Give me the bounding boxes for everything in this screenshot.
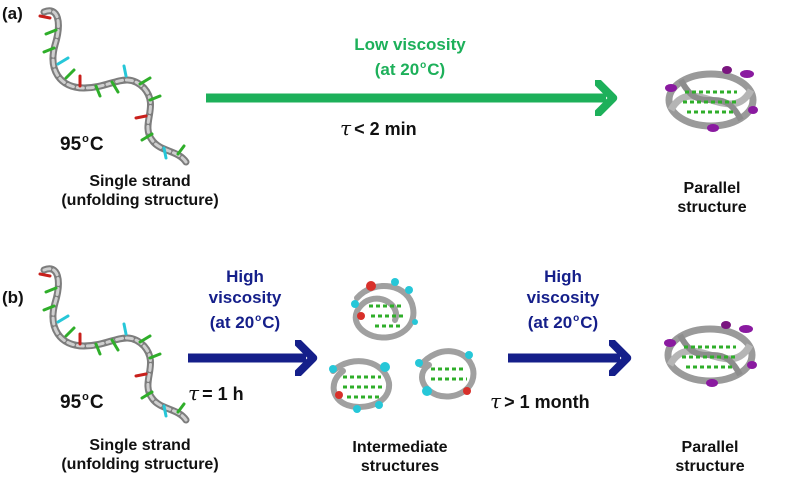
panel-b-end-caption: Parallel structure <box>668 438 752 476</box>
degree-symbol: o <box>573 313 580 324</box>
panel-a-start-caption: Single strand (unfolding structure) <box>40 172 240 210</box>
tau-symbol: τ <box>340 116 352 140</box>
temp-value: 95 <box>60 134 82 155</box>
panel-a-end-caption: Parallel structure <box>670 179 754 217</box>
caption-line-1: Parallel <box>683 180 741 197</box>
caption-line-2: structures <box>360 458 440 475</box>
intermediate-caption: Intermediate structures <box>340 438 460 476</box>
panel-b-time-constant-1: τ= 1 h <box>188 381 244 405</box>
tau-symbol: τ <box>188 381 200 405</box>
condition-line-2: viscosity <box>208 288 282 307</box>
caption-line-1: Single strand <box>89 437 191 454</box>
degree-symbol: o <box>420 60 427 71</box>
single-strand-b-icon <box>38 265 190 424</box>
condition-temp-prefix: (at 20 <box>374 60 420 79</box>
condition-line-3: (at 20oC) <box>498 308 628 333</box>
tau-value: < 2 min <box>354 119 417 139</box>
condition-line-2: viscosity <box>526 288 600 307</box>
panel-b-label: (b) <box>2 288 24 307</box>
panel-b-start-temperature: 95oC <box>60 391 104 414</box>
caption-line-2: structure <box>675 458 745 475</box>
condition-line-1: Low viscosity <box>354 35 466 54</box>
caption-line-2: (unfolding structure) <box>61 192 219 209</box>
panel-b-condition-1: High viscosity (at 20oC) <box>180 266 310 333</box>
degree-symbol: o <box>255 313 262 324</box>
caption-line-2: structure <box>677 199 747 216</box>
parallel-structure-b-icon <box>664 321 757 387</box>
degree-symbol: o <box>82 133 89 145</box>
panel-a-label: (a) <box>2 4 23 23</box>
tau-value: > 1 month <box>504 392 590 412</box>
tau-value: = 1 h <box>202 384 244 404</box>
condition-temp-prefix: (at 20 <box>527 313 573 332</box>
tau-symbol: τ <box>490 389 502 413</box>
intermediate-structures-icon <box>329 278 477 413</box>
caption-line-1: Single strand <box>89 173 191 190</box>
condition-line-1: High <box>544 267 582 286</box>
condition-temp-suffix: C) <box>262 313 281 332</box>
panel-b-time-constant-2: τ> 1 month <box>490 389 590 413</box>
single-strand-a-icon <box>38 7 190 166</box>
panel-a-condition: Low viscosity (at 20oC) <box>310 34 510 80</box>
parallel-structure-a-icon <box>665 66 758 132</box>
panel-a-start-temperature: 95oC <box>60 133 104 156</box>
caption-line-2: (unfolding structure) <box>61 456 219 473</box>
condition-temp-suffix: C) <box>427 60 446 79</box>
caption-line-1: Parallel <box>681 439 739 456</box>
condition-line-1: High <box>226 267 264 286</box>
condition-line-3: (at 20oC) <box>180 308 310 333</box>
condition-temp-prefix: (at 20 <box>209 313 255 332</box>
condition-line-2: (at 20oC) <box>310 55 510 80</box>
panel-b-condition-2: High viscosity (at 20oC) <box>498 266 628 333</box>
temp-value: 95 <box>60 392 82 413</box>
degree-symbol: o <box>82 391 89 403</box>
temp-unit: C <box>89 392 104 413</box>
condition-temp-suffix: C) <box>580 313 599 332</box>
temp-unit: C <box>89 134 104 155</box>
panel-b-start-caption: Single strand (unfolding structure) <box>40 436 240 474</box>
caption-line-1: Intermediate <box>352 439 448 456</box>
panel-a-time-constant: τ< 2 min <box>340 116 417 140</box>
